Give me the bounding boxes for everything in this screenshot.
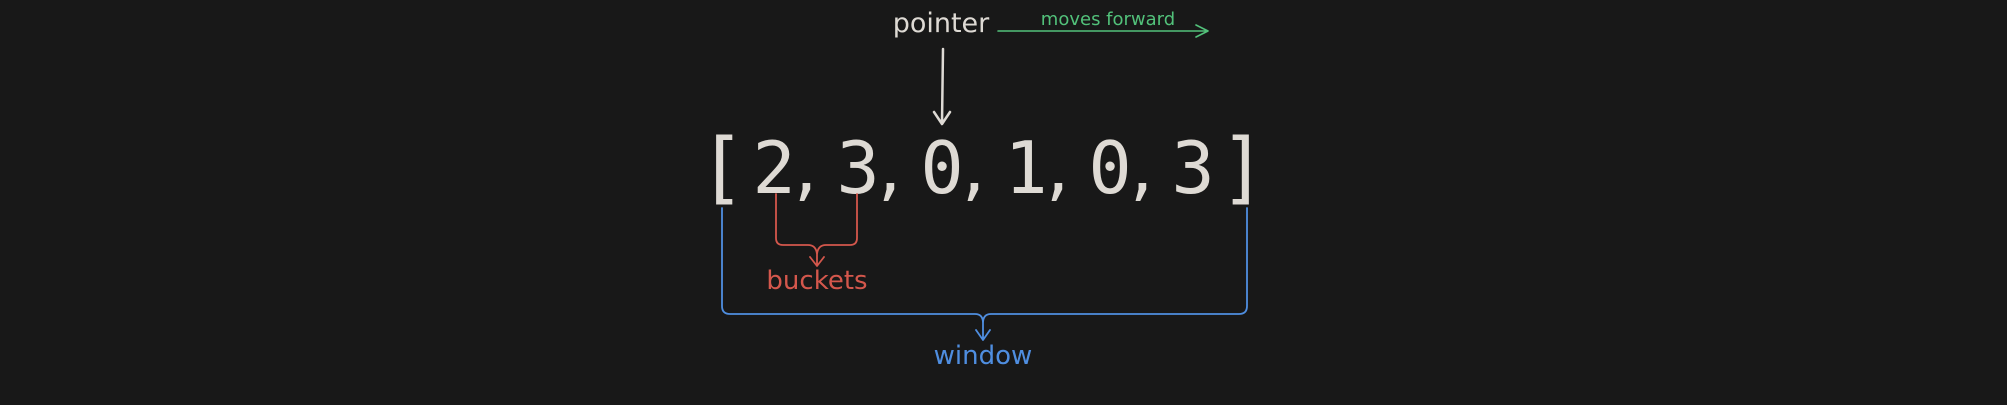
array-element: 2 bbox=[752, 126, 795, 210]
array-element: 3 bbox=[836, 126, 879, 210]
buckets-label: buckets bbox=[766, 266, 867, 296]
pointer-label: pointer bbox=[893, 8, 990, 39]
close-bracket: ] bbox=[1220, 123, 1267, 213]
array-element: 3 bbox=[1171, 126, 1214, 210]
direction-label: moves forward bbox=[1041, 9, 1175, 30]
separator: , bbox=[787, 134, 824, 207]
pointer-arrow bbox=[932, 47, 952, 126]
array-element: 0 bbox=[1088, 126, 1131, 210]
open-bracket: [ bbox=[699, 123, 746, 213]
separator: , bbox=[1039, 134, 1076, 207]
separator: , bbox=[871, 134, 908, 207]
separator: , bbox=[1123, 134, 1160, 207]
array-element: 0 bbox=[920, 126, 963, 210]
window-brace bbox=[721, 207, 1248, 341]
window-label: window bbox=[934, 341, 1033, 371]
separator: , bbox=[955, 134, 992, 207]
buckets-brace bbox=[775, 193, 858, 267]
direction-arrow bbox=[997, 24, 1209, 38]
array-element: 1 bbox=[1004, 126, 1047, 210]
